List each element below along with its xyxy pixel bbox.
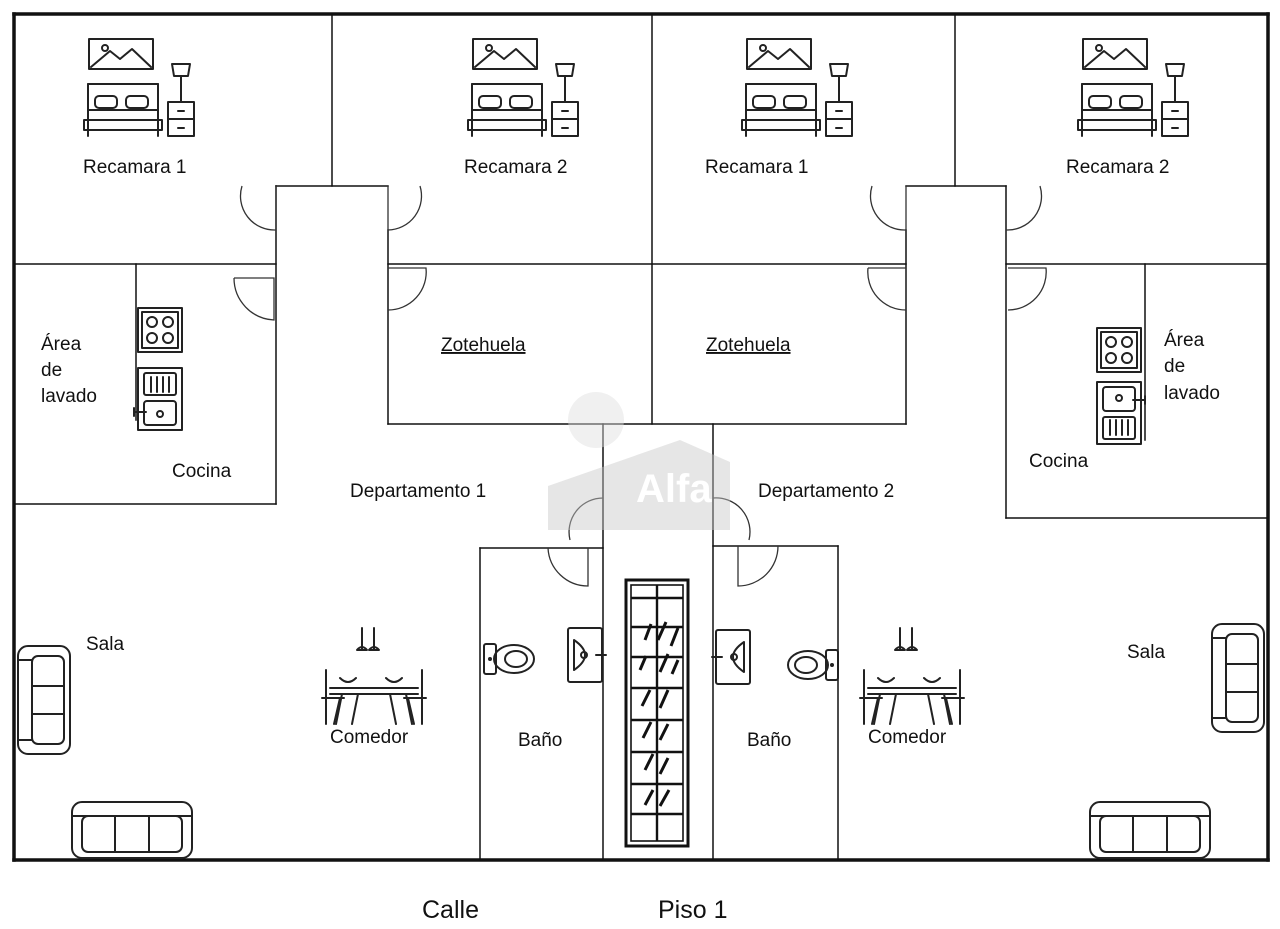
outer-walls [12, 12, 1270, 862]
stove-icon [1096, 327, 1142, 373]
washbasin-icon [567, 627, 607, 683]
door-swing-icon [239, 185, 277, 231]
living-room-label: Sala [86, 634, 124, 655]
toilet-icon [483, 643, 535, 675]
apartment-label: Departamento 2 [758, 481, 894, 502]
door-swing-icon [1005, 185, 1043, 231]
door-swing-icon [737, 545, 779, 587]
floor-label: Piso 1 [658, 896, 727, 924]
door-swing-icon [547, 547, 589, 587]
bathroom-label: Baño [747, 730, 791, 751]
street-label: Calle [422, 896, 479, 924]
bed-with-picture-icon [467, 38, 579, 137]
laundry-label-line: Área [1164, 330, 1205, 351]
courtyard-label: Zotehuela [441, 335, 526, 356]
door-swing-icon [387, 267, 427, 311]
alfa-watermark: Alfa [548, 392, 730, 530]
apartment-label: Departamento 1 [350, 481, 486, 502]
bedroom-label: Recamara 1 [705, 157, 809, 178]
door-swing-icon [568, 497, 604, 541]
courtyard-label: Zotehuela [706, 335, 791, 356]
door-swing-icon [867, 267, 907, 311]
stove-icon [137, 307, 183, 353]
door-swing-icon [387, 185, 423, 231]
bedroom-label: Recamara 1 [83, 157, 187, 178]
laundry-label-line: lavado [41, 386, 97, 407]
bedroom-label: Recamara 2 [1066, 157, 1170, 178]
sofa-icon [71, 801, 193, 859]
laundry-label-line: Área [41, 334, 82, 355]
watermark-text: Alfa [636, 467, 712, 511]
bed-with-picture-icon [1077, 38, 1189, 137]
staircase-icon [624, 578, 690, 848]
door-swings [233, 185, 1047, 587]
washbasin-icon [711, 629, 751, 685]
laundry-label-line: de [41, 360, 62, 381]
living-room-label: Sala [1127, 642, 1165, 663]
dining-table-icon [321, 627, 427, 725]
sofa-icon [1211, 623, 1265, 733]
sofa-icon [1089, 801, 1211, 859]
sink-icon [133, 367, 183, 431]
door-swing-icon [712, 497, 751, 541]
interior-walls [13, 13, 1269, 861]
bed-with-picture-icon [83, 38, 195, 137]
sofa-icon [17, 645, 71, 755]
door-swing-icon [1007, 267, 1047, 311]
door-swing-icon [233, 277, 275, 321]
kitchen-label: Cocina [1029, 451, 1089, 472]
dining-table-icon [859, 627, 965, 725]
bathroom-label: Baño [518, 730, 562, 751]
dining-room-label: Comedor [868, 727, 947, 748]
kitchen-label: Cocina [172, 461, 232, 482]
dining-room-label: Comedor [330, 727, 409, 748]
bed-with-picture-icon [741, 38, 853, 137]
door-swing-icon [869, 185, 907, 231]
toilet-icon [787, 649, 839, 681]
bedroom-label: Recamara 2 [464, 157, 568, 178]
laundry-label-line: lavado [1164, 383, 1220, 404]
sink-icon [1096, 381, 1146, 445]
laundry-label-line: de [1164, 356, 1185, 377]
